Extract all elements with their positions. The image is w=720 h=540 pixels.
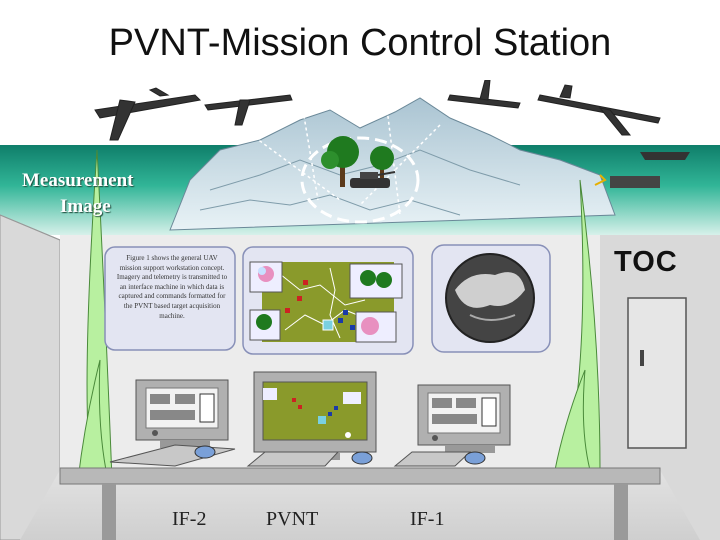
toc-label: TOC [614,246,678,278]
measurement-label-line1: Measurement [22,170,134,191]
floor [20,470,700,540]
map-tree-icon [249,261,403,343]
antenna-icon [594,152,690,188]
station-label-pvnt: PVNT [266,508,319,530]
desk-leg-right [614,484,628,540]
tank-icon [350,171,396,188]
page-title: PVNT-Mission Control Station [108,22,612,64]
station-label-if2: IF-2 [172,508,207,530]
measurement-label-line2: Image [60,196,111,217]
door [627,297,687,449]
uav-icon [94,80,661,141]
monitor-right [417,384,511,446]
door-handle [640,350,644,366]
desk-leg-left [102,484,116,540]
mountains [169,97,616,231]
text-panel [104,246,236,351]
desk-top [59,467,661,485]
monitor-left [135,379,229,441]
measurement-image-label: Measurement Image [22,168,172,220]
mission-control-diagram [0,80,720,540]
sensor-footprint [300,136,420,224]
monitor-center [253,371,377,453]
station-label-if1: IF-1 [410,508,445,530]
plant-icon [77,149,601,483]
panel-description: Figure 1 shows the general UAV mission s… [116,254,228,320]
mouse-icon [194,445,486,465]
